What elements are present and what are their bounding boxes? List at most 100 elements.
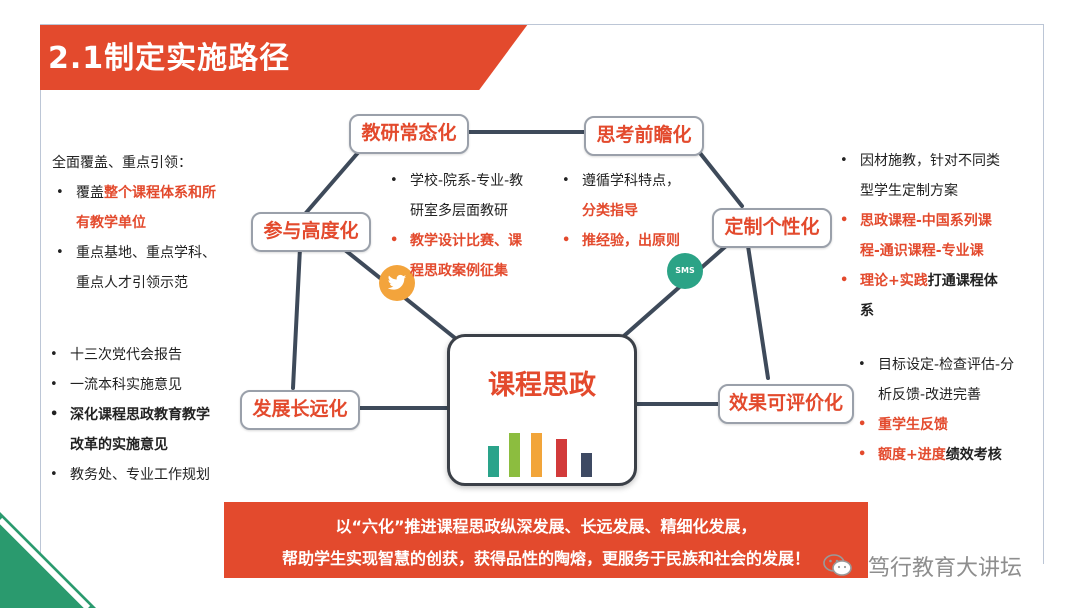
node-jiaoyan: 教研常态化 — [349, 114, 469, 154]
right-top-item-1-text: 因材施教，针对不同类 — [860, 153, 1000, 169]
mid-left-item-1-text-cont: 研室多层面教研 — [410, 203, 508, 219]
left-bottom-item-2: • 一流本科实施意见 — [46, 370, 256, 400]
left-top-item-2-text-cont: 重点人才引领示范 — [76, 275, 188, 291]
bullet-dot: • — [858, 417, 867, 432]
twitter-bird-icon — [379, 265, 415, 301]
wechat-icon — [823, 554, 852, 576]
right-top-item-3-highlight: 理论+实践 — [860, 273, 928, 289]
bullet-dot: • — [50, 377, 58, 392]
right-bottom-item-1: • 目标设定-检查评估-分析反馈-改进完善 — [854, 350, 1042, 410]
right-top-item-2-text-cont: 程-通识课程-专业课 — [860, 243, 984, 259]
connector-canyu-fazhan — [291, 246, 302, 390]
center-bar-3 — [531, 433, 542, 477]
right-top-item-2-text: 思政课程-中国系列课 — [860, 213, 992, 229]
left-top-item-2-text: 重点基地、重点学科、 — [76, 245, 216, 261]
mid-right-item-2-text: 推经验，出原则 — [582, 233, 680, 249]
bullet-dot: • — [840, 213, 849, 228]
center-bar-2 — [509, 433, 520, 477]
bottom-banner-line-2: 帮助学生实现智慧的创获，获得品性的陶熔，更服务于民族和社会的发展！ — [281, 549, 810, 568]
mid-right-item-1-cont: 分类指导 — [582, 203, 638, 219]
left-bottom-item-3-text-cont: 改革的实施意见 — [70, 437, 168, 453]
left-bottom-item-4-text: 教务处、专业工作规划 — [70, 467, 210, 483]
slide-title: 2.1制定实施路径 — [48, 41, 291, 76]
left-top-text: 全面覆盖、重点引领： • 覆盖整个课程体系和所 有教学单位 • 重点基地、重点学… — [52, 148, 262, 298]
right-bottom-item-3: • 额度+进度绩效考核 — [854, 440, 1042, 470]
center-bar-5 — [581, 453, 592, 477]
left-bottom-item-1-text: 十三次党代会报告 — [70, 347, 182, 363]
left-bottom-item-4: • 教务处、专业工作规划 — [46, 460, 256, 490]
right-bottom-text: • 目标设定-检查评估-分析反馈-改进完善 • 重学生反馈 • 额度+进度绩效考核 — [854, 350, 1042, 470]
right-top-item-2: • 思政课程-中国系列课程-通识课程-专业课 — [836, 206, 1036, 266]
connector-sikao-dingzhi — [694, 146, 744, 208]
right-top-item-1-text-cont: 型学生定制方案 — [860, 183, 958, 199]
mid-left-item-2-text: 教学设计比赛、课 — [410, 233, 522, 249]
mid-left-item-1: • 学校-院系-专业-教研室多层面教研 — [386, 166, 566, 226]
connector-canyu-jiaoyan — [303, 146, 364, 216]
bullet-dot: • — [56, 245, 64, 260]
mid-left-item-2: • 教学设计比赛、课程思政案例征集 — [386, 226, 566, 286]
bullet-dot: • — [56, 185, 64, 200]
center-bar-4 — [556, 439, 567, 477]
twitter-bird-glyph — [387, 274, 407, 290]
bottom-banner: 以“六化”推进课程思政纵深发展、长远发展、精细化发展， 帮助学生实现智慧的创获，… — [224, 502, 868, 578]
right-bottom-item-1-text: 目标设定-检查评估-分 — [878, 357, 1015, 373]
left-top-item-2: • 重点基地、重点学科、 重点人才引领示范 — [52, 238, 262, 298]
mid-right-item-2: • 推经验，出原则 — [558, 226, 708, 256]
bullet-dot: • — [390, 173, 398, 188]
title-banner — [40, 24, 528, 90]
node-dingzhi: 定制个性化 — [712, 208, 832, 248]
bullet-dot: • — [858, 357, 866, 372]
center-box: 课程思政 — [447, 334, 637, 486]
right-bottom-item-1-text-cont: 析反馈-改进完善 — [878, 387, 982, 403]
left-top-item-1-highlight: 整个课程体系和所 — [104, 185, 216, 201]
left-top-item-1-text: 覆盖 — [76, 185, 104, 201]
bottom-banner-line-1: 以“六化”推进课程思政纵深发展、长远发展、精细化发展， — [335, 517, 757, 536]
bullet-dot: • — [50, 467, 58, 482]
left-bottom-item-1: • 十三次党代会报告 — [46, 340, 256, 370]
bullet-dot: • — [840, 153, 848, 168]
mid-left-text: • 学校-院系-专业-教研室多层面教研 • 教学设计比赛、课程思政案例征集 — [386, 166, 566, 286]
right-bottom-item-2: • 重学生反馈 — [854, 410, 1042, 440]
left-bottom-item-3: • 深化课程思政教育教学改革的实施意见 — [46, 400, 256, 460]
sms-icon: SMS — [667, 253, 703, 289]
frame-top-line — [40, 24, 1044, 25]
right-top-item-3: • 理论+实践打通课程体系 — [836, 266, 1036, 326]
left-top-heading: 全面覆盖、重点引领： — [52, 155, 192, 171]
mid-right-item-1-text: 遵循学科特点， — [582, 173, 680, 189]
mid-right-text: • 遵循学科特点， 分类指导 • 推经验，出原则 — [558, 166, 708, 256]
right-top-item-1: • 因材施教，针对不同类型学生定制方案 — [836, 146, 1036, 206]
left-bottom-text: • 十三次党代会报告 • 一流本科实施意见 • 深化课程思政教育教学改革的实施意见 •… — [46, 340, 256, 490]
watermark-text: 笃行教育大讲坛 — [868, 556, 1023, 581]
left-bottom-item-2-text: 一流本科实施意见 — [70, 377, 182, 393]
left-top-item-1: • 覆盖整个课程体系和所 有教学单位 — [52, 178, 262, 238]
bullet-dot: • — [390, 233, 399, 248]
right-top-text: • 因材施教，针对不同类型学生定制方案 • 思政课程-中国系列课程-通识课程-专业课… — [836, 146, 1036, 326]
connector-dingzhi-center — [606, 244, 728, 352]
right-top-item-3-text-cont: 系 — [860, 303, 874, 319]
bullet-dot: • — [562, 233, 571, 248]
bullet-dot: • — [840, 273, 849, 288]
right-top-item-3-text: 打通课程体 — [927, 273, 998, 289]
node-xiaoguo: 效果可评价化 — [718, 384, 854, 424]
mid-right-item-1: • 遵循学科特点， — [558, 166, 708, 196]
frame-right-line — [1043, 24, 1044, 564]
connector-dingzhi-xiaoguo — [746, 244, 770, 380]
center-title: 课程思政 — [488, 370, 596, 401]
left-bottom-item-3-text: 深化课程思政教育教学 — [70, 407, 210, 423]
bullet-dot: • — [858, 447, 867, 462]
bullet-dot: • — [562, 173, 570, 188]
node-fazhan: 发展长远化 — [240, 390, 360, 430]
node-sikao: 思考前瞻化 — [584, 116, 704, 156]
left-top-item-1-highlight-cont: 有教学单位 — [76, 215, 146, 231]
mid-left-item-2-text-cont: 程思政案例征集 — [410, 263, 508, 279]
frame-left-line — [40, 90, 41, 560]
center-bar-1 — [488, 446, 499, 477]
bullet-dot: • — [50, 347, 58, 362]
right-bottom-item-3-highlight: 额度+进度 — [878, 447, 946, 463]
right-bottom-item-2-text: 重学生反馈 — [878, 417, 948, 433]
bullet-dot: • — [50, 407, 59, 422]
mid-left-item-1-text: 学校-院系-专业-教 — [410, 173, 524, 189]
node-canyu: 参与高度化 — [251, 212, 371, 252]
right-bottom-item-3-text: 绩效考核 — [945, 447, 1002, 463]
